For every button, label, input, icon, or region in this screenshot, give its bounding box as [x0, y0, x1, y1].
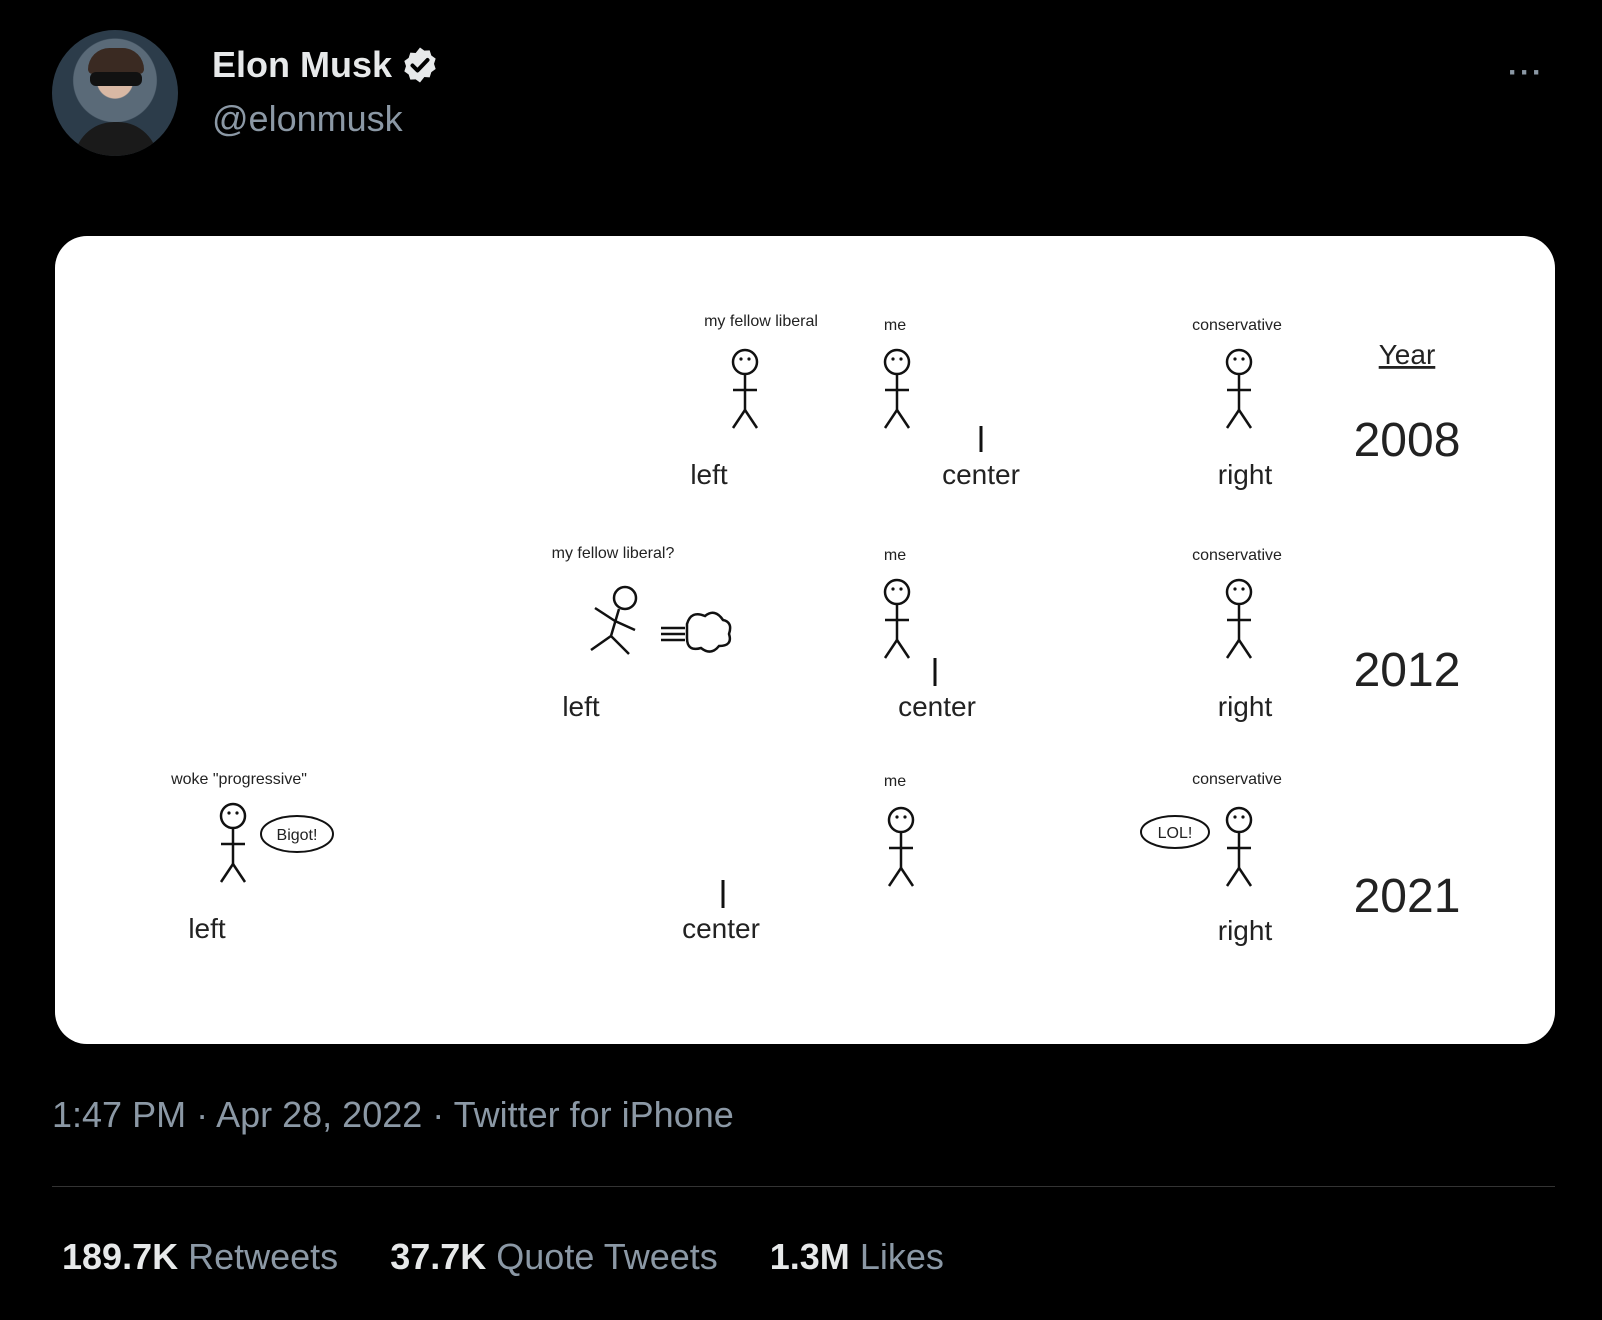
me-label-2021: me — [884, 773, 906, 790]
bigot-bubble — [260, 815, 334, 853]
fellow-label-2012: my fellow liberal? — [552, 545, 675, 562]
left-label-2021: left — [188, 913, 226, 944]
row-2021: woke "progressive" me conservative Bigot… — [170, 771, 1282, 946]
author-name[interactable]: Elon Musk — [212, 44, 393, 85]
woke-figure-2021 — [219, 802, 247, 884]
meta-separator: · — [196, 1094, 209, 1135]
conservative-label-2021: conservative — [1192, 771, 1282, 788]
quote-tweets-label: Quote Tweets — [496, 1236, 718, 1277]
right-label-2008: right — [1218, 459, 1273, 490]
retweets-label: Retweets — [188, 1236, 339, 1277]
me-label-2008: me — [884, 317, 906, 334]
me-label-2012: me — [884, 547, 906, 564]
author-name-row[interactable]: Elon Musk — [212, 44, 440, 86]
retweets-stat[interactable]: 189.7K Retweets — [62, 1236, 338, 1278]
year-2008: 2008 — [1354, 414, 1461, 467]
tweet-time[interactable]: 1:47 PM — [52, 1094, 187, 1135]
me-figure-2008 — [883, 348, 911, 430]
divider — [52, 1186, 1555, 1187]
likes-label: Likes — [859, 1236, 944, 1277]
right-label-2012: right — [1218, 691, 1273, 722]
year-2021: 2021 — [1354, 870, 1461, 923]
tweet-image[interactable]: my fellow liberal me conservative left c… — [55, 236, 1555, 1044]
tweet-source[interactable]: Twitter for iPhone — [453, 1094, 734, 1135]
meta-separator: · — [432, 1094, 445, 1135]
running-figure-2012 — [590, 585, 732, 655]
tweet-stats: 189.7K Retweets 37.7K Quote Tweets 1.3M … — [62, 1236, 944, 1278]
author-handle[interactable]: @elonmusk — [212, 98, 403, 139]
year-heading: Year — [1379, 339, 1436, 370]
comic-illustration: my fellow liberal me conservative left c… — [170, 313, 1461, 946]
center-label-2008: center — [942, 459, 1020, 490]
avatar-sunglasses — [90, 72, 142, 86]
lol-bubble — [1140, 815, 1210, 849]
fellow-figure-2008 — [731, 348, 759, 430]
lol-bubble-text: LOL! — [1158, 825, 1193, 842]
center-label-2012: center — [898, 691, 976, 722]
row-2008: my fellow liberal me conservative left c… — [689, 313, 1282, 490]
bigot-bubble-text: Bigot! — [277, 827, 318, 844]
year-2012: 2012 — [1354, 644, 1461, 697]
fellow-label-2021: woke "progressive" — [170, 771, 307, 788]
avatar-hair — [88, 48, 144, 74]
conservative-figure-2012 — [1225, 578, 1253, 660]
row-2012: my fellow liberal? me conservative left … — [552, 545, 1282, 722]
center-label-2021: center — [682, 913, 760, 944]
more-options-icon[interactable]: ··· — [1508, 56, 1544, 89]
likes-count: 1.3M — [769, 1236, 850, 1277]
me-figure-2021 — [887, 806, 915, 888]
conservative-figure-2008 — [1225, 348, 1253, 430]
left-label-2012: left — [562, 691, 600, 722]
conservative-label-2012: conservative — [1192, 547, 1282, 564]
tweet-date[interactable]: Apr 28, 2022 — [216, 1094, 423, 1135]
verified-badge-icon — [404, 47, 436, 83]
avatar-shirt — [74, 122, 158, 156]
retweets-count: 189.7K — [62, 1236, 179, 1277]
right-label-2021: right — [1218, 915, 1273, 946]
fellow-label-2008: my fellow liberal — [704, 313, 818, 330]
me-figure-2012 — [883, 578, 911, 660]
quote-tweets-count: 37.7K — [390, 1236, 487, 1277]
conservative-label-2008: conservative — [1192, 317, 1282, 334]
likes-stat[interactable]: 1.3M Likes — [770, 1236, 944, 1278]
quote-tweets-stat[interactable]: 37.7K Quote Tweets — [390, 1236, 718, 1278]
left-label-2008: left — [690, 459, 728, 490]
author-avatar[interactable] — [52, 30, 178, 156]
conservative-figure-2021 — [1225, 806, 1253, 888]
tweet-meta: 1:47 PM · Apr 28, 2022 · Twitter for iPh… — [52, 1094, 734, 1136]
